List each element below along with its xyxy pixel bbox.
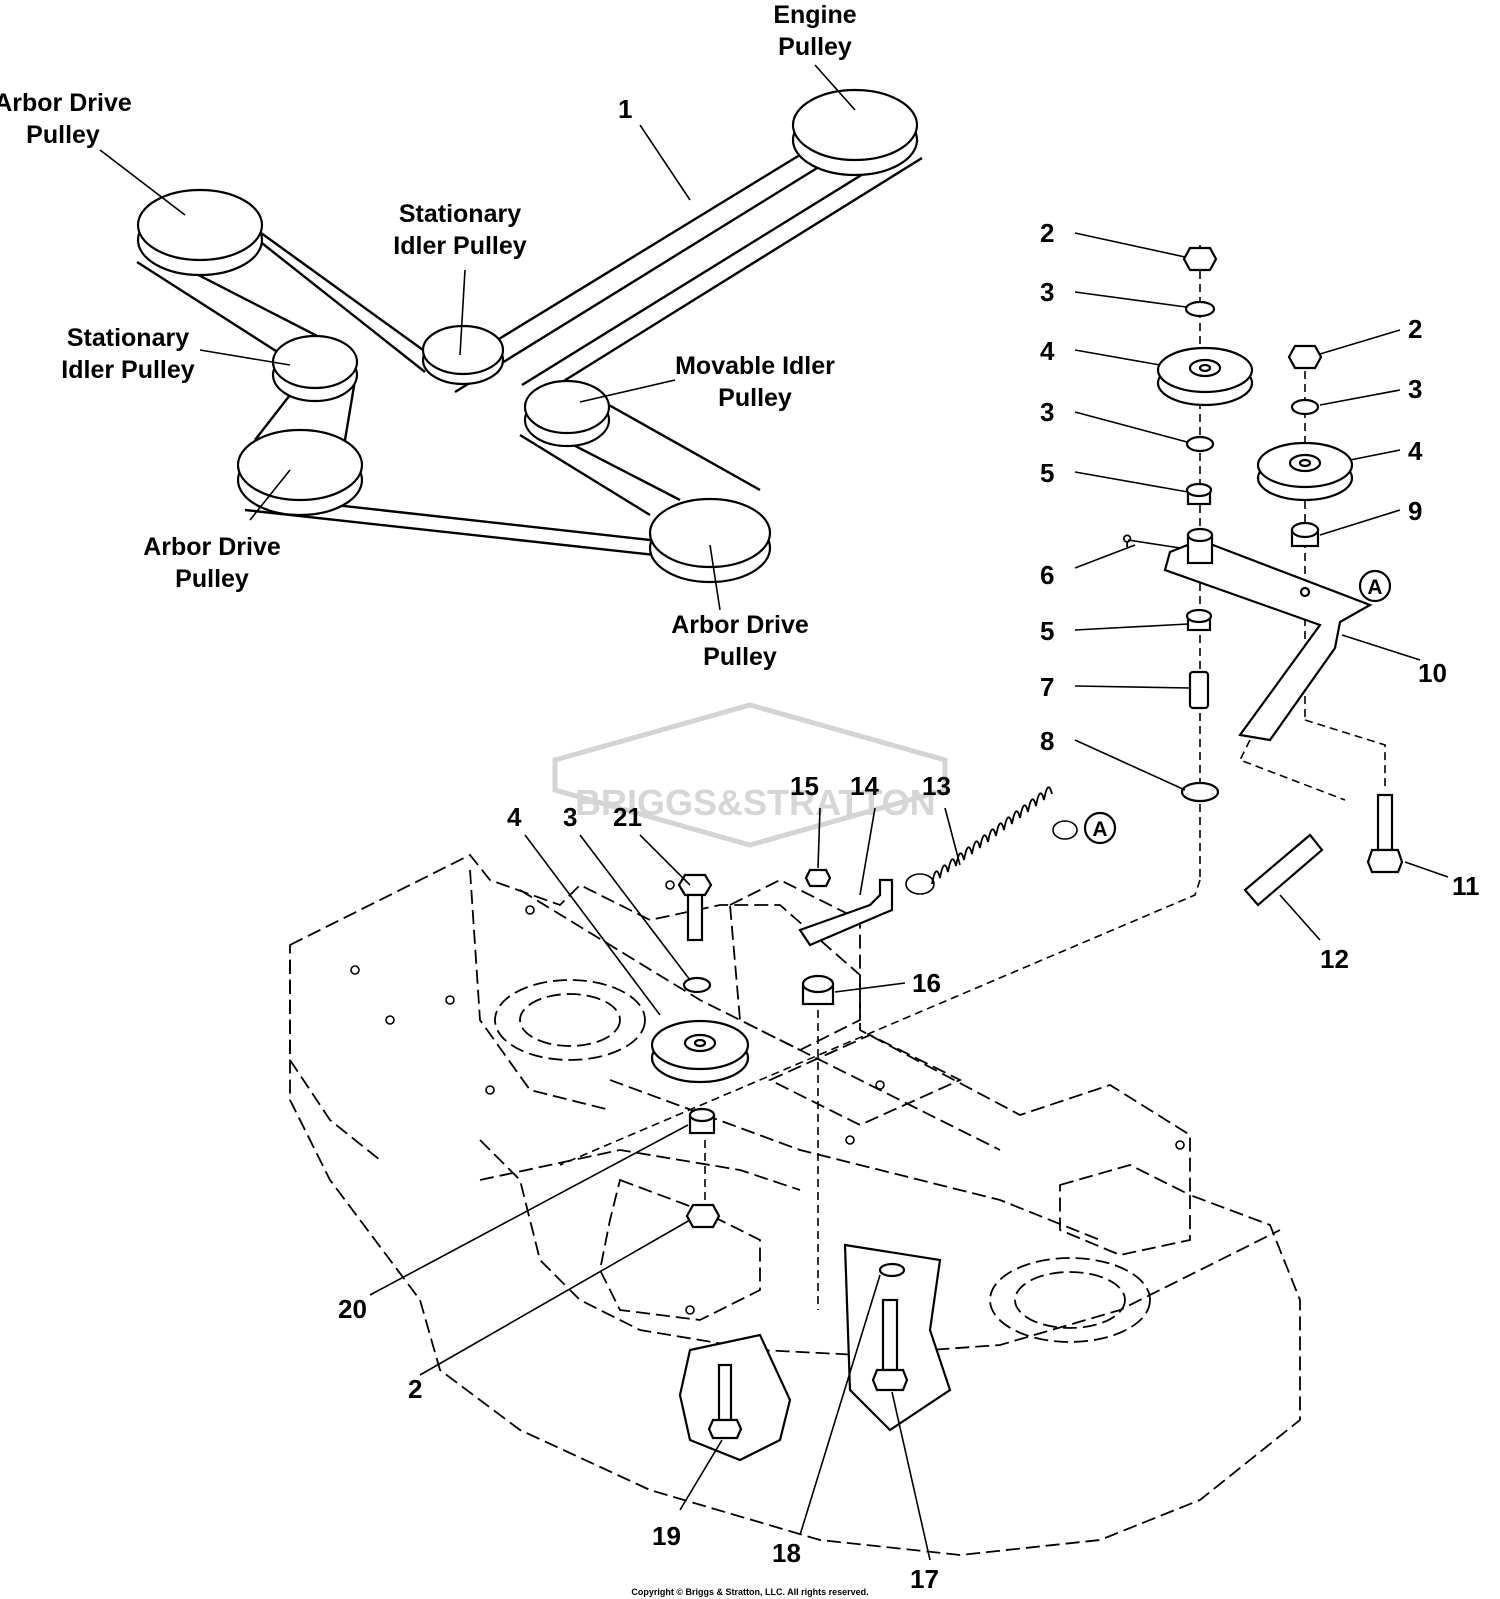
deck-washer-3 bbox=[682, 976, 712, 994]
callout-5b: 5 bbox=[1040, 616, 1054, 646]
arbor-top-label-1: Arbor Drive bbox=[0, 89, 132, 117]
bolt-11 bbox=[1366, 793, 1404, 874]
engine-pulley-label-2: Pulley bbox=[778, 33, 852, 61]
callout-8: 8 bbox=[1040, 726, 1054, 756]
callout-10: 10 bbox=[1418, 658, 1447, 688]
belt bbox=[136, 138, 923, 557]
washer-18 bbox=[878, 1262, 906, 1278]
idler-pulley-4a bbox=[1156, 346, 1254, 407]
callout-belt: 1 bbox=[618, 94, 632, 124]
callout-3c: 3 bbox=[1408, 374, 1422, 404]
callout-19: 19 bbox=[652, 1521, 681, 1551]
deck-nut-2 bbox=[685, 1203, 721, 1229]
blade-window-left bbox=[678, 1333, 792, 1462]
washer-3c bbox=[1290, 398, 1320, 416]
washer-large bbox=[1180, 781, 1220, 803]
stationary-idler-pulley-center bbox=[421, 324, 505, 386]
stationary-idler-pulley-left bbox=[271, 334, 359, 403]
spacer-20 bbox=[688, 1107, 716, 1135]
pivot-pin bbox=[1188, 670, 1210, 710]
arbor-drive-pulley-right bbox=[648, 497, 772, 584]
callout-21: 21 bbox=[613, 802, 642, 832]
mower-deck: A 4 3 21 15 bbox=[289, 771, 1301, 1594]
washer-3a bbox=[1184, 300, 1216, 318]
callout-5a: 5 bbox=[1040, 458, 1054, 488]
deck-pulley-4 bbox=[650, 1019, 750, 1084]
callout-13: 13 bbox=[922, 771, 951, 801]
engine-pulley bbox=[791, 88, 919, 177]
stationary-left-label-2: Idler Pulley bbox=[61, 356, 194, 384]
bracket-14 bbox=[798, 878, 894, 947]
idler-arm-assembly: ⚲ A 2 3 4 3 5 6 5 7 8 bbox=[559, 218, 1480, 1166]
callout-12: 12 bbox=[1320, 944, 1349, 974]
callout-3a: 3 bbox=[1040, 277, 1054, 307]
pad-12 bbox=[1243, 833, 1324, 907]
callout-deck-nut-2: 2 bbox=[408, 1374, 422, 1404]
arbor-right-label-2: Pulley bbox=[703, 643, 777, 671]
callout-2a: 2 bbox=[1040, 218, 1054, 248]
arbor-right-label-1: Arbor Drive bbox=[671, 611, 809, 639]
arbor-drive-pulley-left bbox=[236, 428, 364, 517]
callout-4a: 4 bbox=[1040, 336, 1055, 366]
callout-3b: 3 bbox=[1040, 397, 1054, 427]
arbor-left-label-1: Arbor Drive bbox=[143, 533, 281, 561]
callout-4b: 4 bbox=[1408, 436, 1423, 466]
callout-17: 17 bbox=[910, 1564, 939, 1594]
callout-6: 6 bbox=[1040, 560, 1054, 590]
engine-pulley-label-1: Engine bbox=[773, 1, 856, 29]
callout-2b: 2 bbox=[1408, 314, 1422, 344]
arbor-top-label-2: Pulley bbox=[26, 121, 100, 149]
movable-idler-label-2: Pulley bbox=[718, 384, 792, 412]
callout-15: 15 bbox=[790, 771, 819, 801]
stationary-center-label-1: Stationary bbox=[399, 200, 521, 228]
watermark-text: BRIGGS&STRATTON bbox=[575, 782, 936, 823]
bolt-17 bbox=[871, 1298, 909, 1392]
arbor-left-label-2: Pulley bbox=[175, 565, 249, 593]
bushing-5b bbox=[1185, 608, 1213, 632]
movable-idler-label-1: Movable Idler bbox=[675, 352, 835, 380]
spring-13 bbox=[905, 786, 1078, 895]
nut-15 bbox=[804, 868, 832, 888]
callout-11: 11 bbox=[1452, 871, 1480, 901]
idler-pulley-4b bbox=[1256, 441, 1354, 502]
copyright-notice: Copyright © Briggs & Stratton, LLC. All … bbox=[631, 1587, 868, 1597]
callout-deck-pulley-4: 4 bbox=[507, 802, 522, 832]
callout-18: 18 bbox=[772, 1538, 801, 1568]
callout-20: 20 bbox=[338, 1294, 367, 1324]
idler-arm bbox=[1163, 527, 1373, 742]
nut-top-left bbox=[1182, 246, 1218, 272]
washer-3b bbox=[1185, 435, 1215, 453]
ref-mark-arm-letter: A bbox=[1367, 576, 1382, 599]
bolt-21 bbox=[677, 873, 713, 942]
callout-7: 7 bbox=[1040, 672, 1054, 702]
belt-routing: Engine Pulley Arbor Drive Pulley Station… bbox=[0, 1, 923, 671]
bushing-5a bbox=[1185, 482, 1213, 506]
ref-mark-spring-letter: A bbox=[1092, 818, 1107, 841]
callout-14: 14 bbox=[850, 771, 879, 801]
watermark: BRIGGS&STRATTON bbox=[552, 702, 948, 848]
ref-mark-arm bbox=[1358, 569, 1392, 603]
bolt-19 bbox=[707, 1363, 743, 1440]
callout-9: 9 bbox=[1408, 496, 1422, 526]
idler-leaders bbox=[1074, 232, 1449, 941]
spacer-16 bbox=[801, 974, 835, 1006]
ref-mark-spring bbox=[1083, 811, 1117, 845]
grease-fitting-mark: ⚲ bbox=[1122, 532, 1132, 548]
nut-top-right bbox=[1287, 344, 1323, 370]
movable-idler-pulley bbox=[523, 379, 611, 448]
belt-leaders bbox=[99, 64, 856, 611]
stationary-center-label-2: Idler Pulley bbox=[393, 232, 526, 260]
spacer-9 bbox=[1290, 521, 1320, 548]
arbor-drive-pulley-top bbox=[136, 188, 264, 277]
callout-deck-washer-3: 3 bbox=[563, 802, 577, 832]
callout-16: 16 bbox=[912, 968, 941, 998]
deck-holes bbox=[350, 880, 1185, 1315]
stationary-left-label-1: Stationary bbox=[67, 324, 189, 352]
deck-leaders bbox=[369, 807, 961, 1561]
